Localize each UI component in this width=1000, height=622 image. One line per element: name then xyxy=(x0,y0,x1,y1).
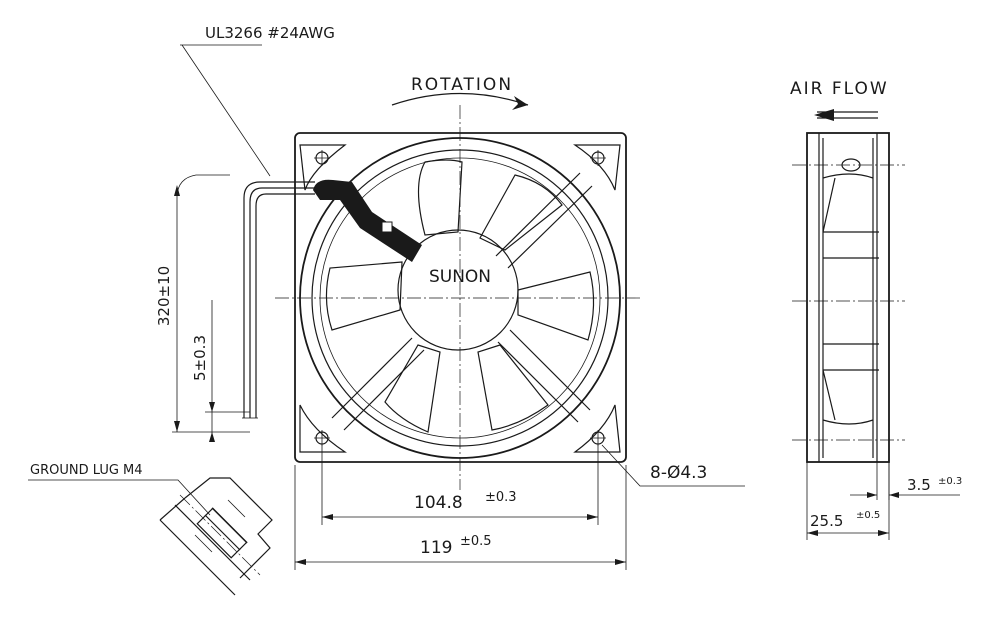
cable-spec-label: UL3266 #24AWG xyxy=(205,24,335,42)
side-frame-outline xyxy=(806,132,890,463)
frame-width-dimension: 119 ±0.5 xyxy=(294,465,627,570)
rotation-label: ROTATION xyxy=(411,75,513,95)
side-view: AIR FLOW xyxy=(790,79,905,463)
hole-pitch-dimension: 104.8 ±0.3 xyxy=(321,445,599,525)
ground-lug-label: GROUND LUG M4 xyxy=(30,463,143,478)
hole-spec-label: 8-Ø4.3 xyxy=(650,463,707,483)
ground-lug-detail: GROUND LUG M4 xyxy=(28,463,273,596)
ground-lug-screw xyxy=(196,507,248,559)
fan-blades xyxy=(325,159,595,433)
strip-length-dimension: 5±0.3 xyxy=(191,300,250,442)
fan-blade xyxy=(479,174,563,251)
depth-dimension: 25.5 ±0.5 xyxy=(806,462,890,540)
fan-blade xyxy=(477,344,549,431)
fan-blade xyxy=(325,261,403,331)
hole-pitch-label: 104.8 xyxy=(414,493,463,513)
lead-length-dimension: 320±10 xyxy=(155,174,250,433)
flange-thickness-dimension: 3.5 ±0.3 xyxy=(850,462,962,500)
depth-label: 25.5 xyxy=(810,512,843,530)
flange-thickness-tolerance: ±0.3 xyxy=(938,476,962,487)
flange-thickness-label: 3.5 xyxy=(907,476,931,494)
hole-pitch-tolerance: ±0.3 xyxy=(485,490,517,505)
fan-hub xyxy=(397,229,519,351)
air-flow-label: AIR FLOW xyxy=(790,79,889,99)
fan-blade xyxy=(517,271,595,341)
frame-width-tolerance: ±0.5 xyxy=(460,534,492,549)
fan-frame-outline xyxy=(294,132,627,463)
lead-length-label: 320±10 xyxy=(155,266,173,326)
lead-channel xyxy=(313,179,422,262)
frame-width-label: 119 xyxy=(420,538,452,558)
support-struts xyxy=(331,172,593,431)
rotation-arrow xyxy=(391,92,529,106)
fan-blade xyxy=(417,159,463,236)
depth-tolerance: ±0.5 xyxy=(856,510,880,521)
strip-length-label: 5±0.3 xyxy=(191,335,209,381)
lead-wires: UL3266 #24AWG xyxy=(180,24,335,419)
fan-blade xyxy=(384,344,441,433)
hole-callout: 8-Ø4.3 xyxy=(601,444,745,487)
mounting-holes xyxy=(314,150,606,446)
rotation-indicator: ROTATION xyxy=(391,75,529,110)
front-view: SUNON xyxy=(275,105,640,490)
